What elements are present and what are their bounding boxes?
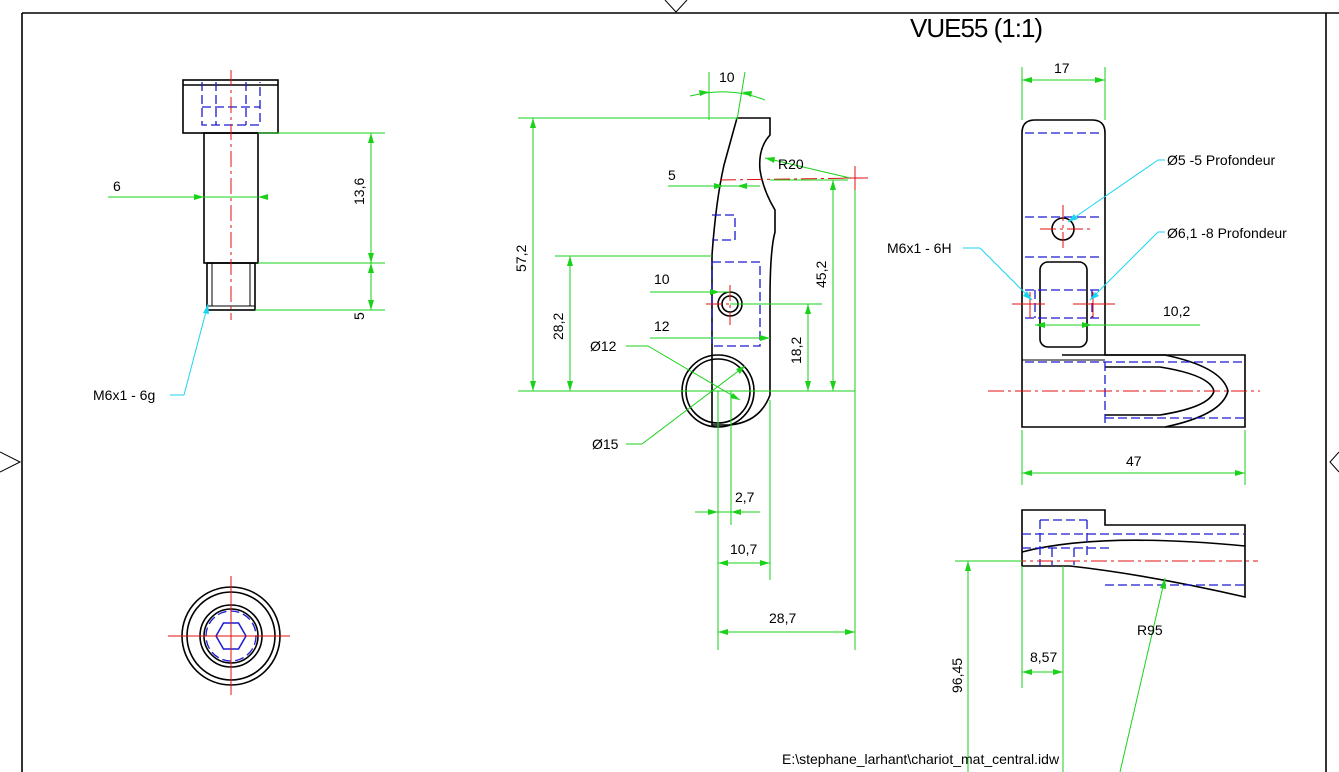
dim-hole-12: 12 [654,318,670,334]
lever-front-view [518,71,868,650]
hole-dia-5-callout: Ø5 -5 Profondeur [1167,152,1276,168]
dim-screw-thread: 5 [351,312,367,320]
lever-bottom-view [955,509,1258,772]
lever-right-view [963,67,1260,485]
dim-width-47: 47 [1126,453,1142,469]
dim-dia-15: Ø15 [592,436,619,452]
dim-57-2: 57,2 [513,245,529,272]
dim-r20: R20 [778,156,804,172]
dim-8-57: 8,57 [1030,649,1057,665]
dim-side-5: 5 [668,167,676,183]
dim-hole-10: 10 [654,271,670,287]
dim-screw-width: 6 [113,178,121,194]
dim-45-2: 45,2 [813,261,829,288]
dim-10-2: 10,2 [1163,303,1190,319]
dim-28-2: 28,2 [550,313,566,340]
file-path: E:\stephane_larhant\chariot_mat_central.… [782,751,1060,767]
dim-28-7: 28,7 [769,610,796,626]
dim-top-10: 10 [719,69,735,85]
screw-side-view [108,70,385,396]
dim-dia-12: Ø12 [590,338,617,354]
dim-18-2: 18,2 [788,337,804,364]
hole-dia-6-1-callout: Ø6,1 -8 Profondeur [1167,225,1287,241]
dim-2-7: 2,7 [735,489,755,505]
dim-width-17: 17 [1054,60,1070,76]
dim-10-7: 10,7 [730,541,757,557]
screw-thread-callout: M6x1 - 6g [93,387,155,403]
dim-screw-length: 13,6 [351,178,367,205]
thread-m6-6h-callout: M6x1 - 6H [887,240,952,256]
dim-96-45: 96,45 [949,658,965,693]
screw-top-view [168,576,290,695]
view-title: VUE55 (1:1) [910,13,1042,43]
dim-r95: R95 [1137,622,1163,638]
